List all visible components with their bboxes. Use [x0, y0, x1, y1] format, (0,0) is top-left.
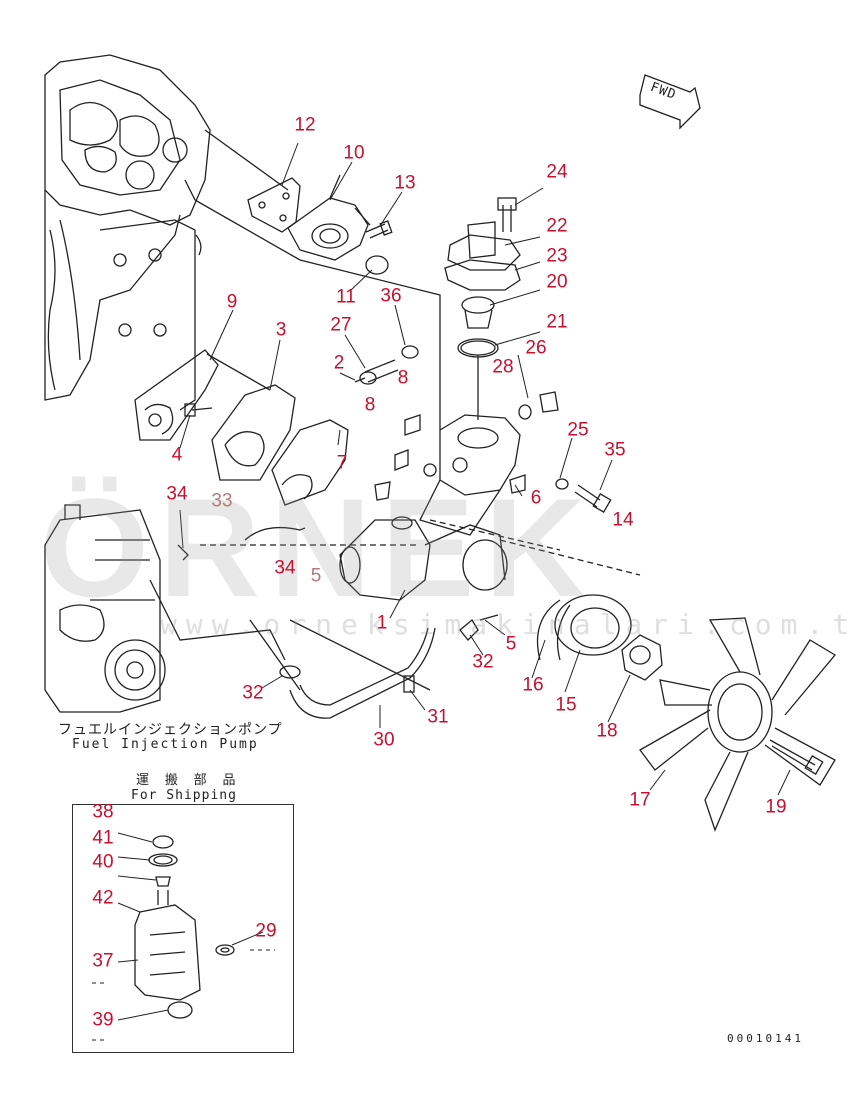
shipping-caption-jp: 運 搬 部 品 — [136, 773, 240, 788]
drawing-number: 00010141 — [727, 1032, 804, 1045]
callout-38[interactable]: 38 — [92, 801, 114, 823]
callout-19[interactable]: 19 — [765, 796, 787, 818]
fwd-arrow — [639, 74, 701, 130]
fuel-pump-caption-jp: フュエルインジェクションポンプ — [58, 722, 283, 738]
callout-20[interactable]: 20 — [546, 271, 568, 293]
fuel-pump-caption-en: Fuel Injection Pump — [72, 737, 259, 752]
callout-3[interactable]: 3 — [275, 319, 287, 341]
callout-22[interactable]: 22 — [546, 215, 568, 237]
engine-block — [44, 54, 211, 411]
shipping-caption-en: For Shipping — [131, 788, 237, 803]
callout-33[interactable]: 33 — [211, 490, 233, 512]
callout-31[interactable]: 31 — [427, 706, 449, 728]
water-pump — [339, 516, 508, 601]
callout-32-left[interactable]: 32 — [242, 682, 264, 704]
callout-29[interactable]: 29 — [255, 920, 277, 942]
callout-8-lower[interactable]: 8 — [364, 394, 376, 416]
callout-8-upper[interactable]: 8 — [397, 367, 409, 389]
part-9-gasket — [134, 349, 219, 441]
thermostat-housing — [419, 414, 521, 536]
part-37-filter — [134, 904, 201, 1001]
callout-4[interactable]: 4 — [171, 444, 183, 466]
callout-39[interactable]: 39 — [92, 1009, 114, 1031]
callout-36[interactable]: 36 — [380, 285, 402, 307]
callout-32-right[interactable]: 32 — [472, 651, 494, 673]
part-17-fan — [639, 617, 836, 832]
callout-18[interactable]: 18 — [596, 720, 618, 742]
callout-42[interactable]: 42 — [92, 887, 114, 909]
callout-14[interactable]: 14 — [612, 509, 634, 531]
callout-40[interactable]: 40 — [92, 851, 114, 873]
callout-11[interactable]: 11 — [336, 286, 356, 308]
callout-35[interactable]: 35 — [604, 439, 626, 461]
callout-17[interactable]: 17 — [629, 789, 651, 811]
callout-27[interactable]: 27 — [330, 314, 352, 336]
part-12-gasket — [247, 177, 301, 233]
callout-41[interactable]: 41 — [92, 827, 114, 849]
callout-30[interactable]: 30 — [373, 729, 395, 751]
callout-34-upper[interactable]: 34 — [166, 483, 188, 505]
callout-26[interactable]: 26 — [525, 337, 547, 359]
callout-28[interactable]: 28 — [492, 356, 514, 378]
callout-6[interactable]: 6 — [530, 487, 542, 509]
watermark-url: www.orneksimakinalari.com.tr — [160, 608, 860, 641]
callout-37[interactable]: 37 — [92, 950, 114, 972]
part-10-housing — [287, 197, 369, 261]
part-3-plate — [211, 384, 296, 481]
callout-2[interactable]: 2 — [333, 352, 345, 374]
fuel-injection-pump — [44, 504, 286, 713]
callout-24[interactable]: 24 — [546, 161, 568, 183]
part-30-hose — [289, 627, 436, 719]
callout-34-lower[interactable]: 34 — [274, 557, 296, 579]
shipping-parts-box — [72, 804, 294, 1053]
callout-15[interactable]: 15 — [555, 694, 577, 716]
callout-1[interactable]: 1 — [376, 612, 388, 634]
part-2-gasket — [271, 419, 349, 506]
watermark-logo: ÖRNEK — [40, 469, 596, 626]
callout-21[interactable]: 21 — [546, 311, 568, 333]
callout-5-upper[interactable]: 5 — [310, 565, 322, 587]
callout-12[interactable]: 12 — [294, 114, 316, 136]
callout-13[interactable]: 13 — [394, 172, 416, 194]
callout-16[interactable]: 16 — [522, 674, 544, 696]
callout-7[interactable]: 7 — [336, 452, 348, 474]
callout-5-lower[interactable]: 5 — [505, 633, 517, 655]
part-22-cover — [447, 234, 521, 271]
callout-23[interactable]: 23 — [546, 245, 568, 267]
callout-10[interactable]: 10 — [343, 142, 365, 164]
callout-9[interactable]: 9 — [226, 291, 238, 313]
callout-25[interactable]: 25 — [567, 419, 589, 441]
